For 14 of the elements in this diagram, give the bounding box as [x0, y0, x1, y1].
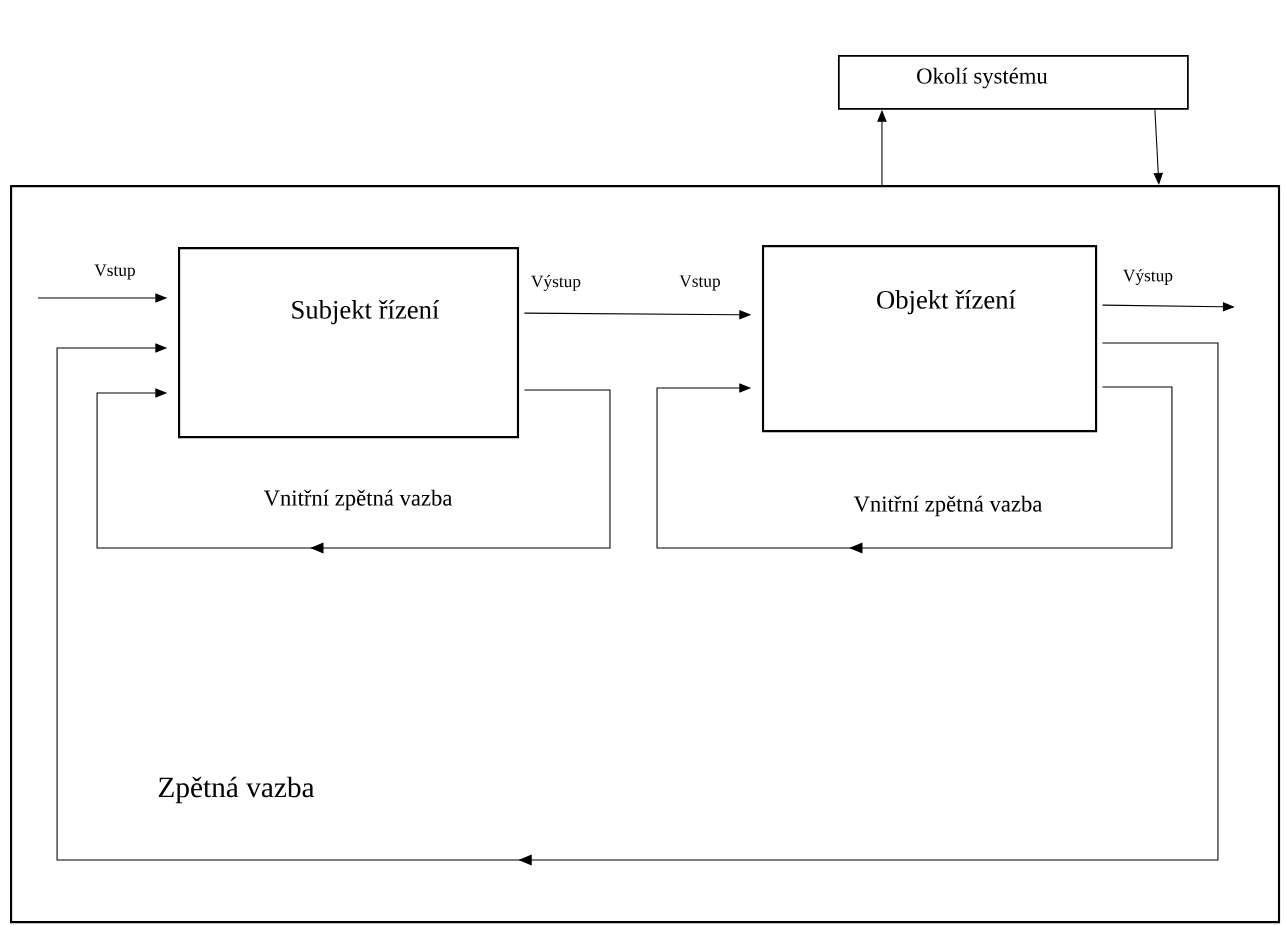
- edge-label: Zpětná vazba: [156, 775, 316, 805]
- edge-label: Výstup: [1121, 267, 1175, 287]
- edge-label: Vnitřní zpětná vazba: [262, 488, 454, 512]
- arrow: [656, 383, 1173, 554]
- process-box: Objekt řízení: [761, 245, 1098, 433]
- process-box: Subjekt řízení: [178, 247, 520, 439]
- system-environment-box: Okolí systému: [837, 54, 1189, 110]
- edge-label: Vstup: [92, 263, 137, 281]
- arrow: [56, 342, 1219, 866]
- text-label: Vstup: [679, 275, 720, 291]
- arrow: [96, 388, 611, 554]
- edge-label: Výstup: [529, 273, 583, 293]
- edge-label: Vnitřní zpětná vazba: [852, 494, 1044, 518]
- system-frame: [10, 185, 1281, 924]
